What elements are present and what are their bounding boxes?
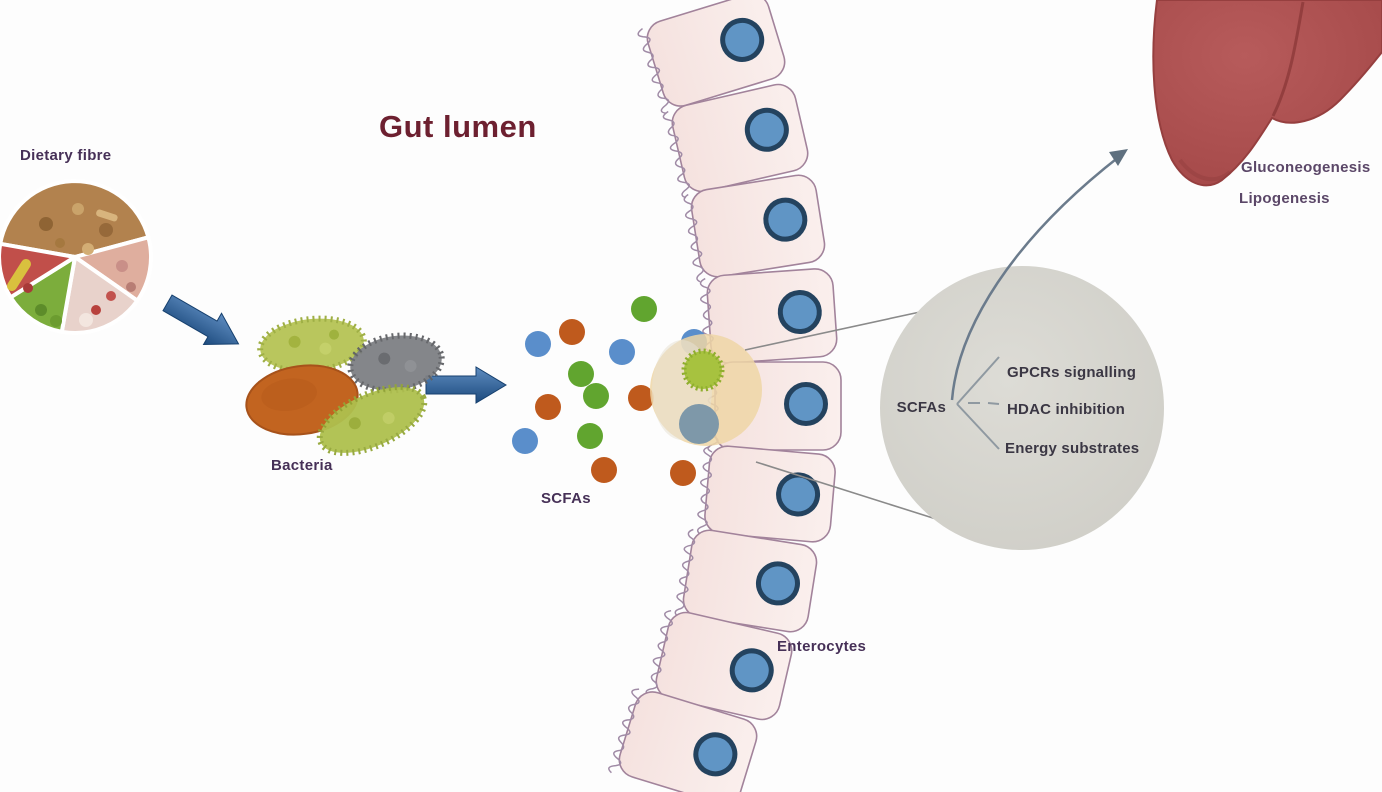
bacteria-label: Bacteria bbox=[271, 457, 333, 474]
scfa-dot-orange-icon bbox=[535, 394, 561, 420]
scfa-dot-green-icon bbox=[577, 423, 603, 449]
gluconeogenesis-label: Gluconeogenesis bbox=[1241, 159, 1371, 176]
scfa-actions-circle bbox=[880, 266, 1164, 550]
enterocyte-cell bbox=[608, 688, 758, 792]
enterocyte-cell bbox=[637, 0, 786, 115]
scfas-source-label: SCFAs bbox=[897, 399, 946, 416]
enterocyte-cell bbox=[696, 445, 836, 543]
scfa-dot-orange-icon bbox=[628, 385, 654, 411]
scfa-dot-orange-icon bbox=[670, 460, 696, 486]
arrow-to-liver-icon bbox=[950, 149, 1128, 401]
dietary-fibre-texture bbox=[7, 203, 136, 327]
dietary-fibre-label: Dietary fibre bbox=[20, 147, 111, 164]
cell-nucleus-icon bbox=[755, 561, 800, 606]
enterocytes-label: Enterocytes bbox=[777, 638, 866, 655]
microvilli-brush-border-icon bbox=[683, 193, 704, 283]
scfa-dot-blue-icon bbox=[609, 339, 635, 365]
microvilli-brush-border-icon bbox=[645, 609, 673, 697]
gut-lumen-title: Gut lumen bbox=[379, 109, 537, 144]
cell-nucleus-icon bbox=[729, 648, 774, 693]
scfa-transport-zone-icon bbox=[650, 334, 762, 446]
gpcrs-signalling-label: GPCRs signalling bbox=[1007, 364, 1136, 381]
scfa-dot-green-icon bbox=[583, 383, 609, 409]
cell-nucleus-icon bbox=[744, 107, 789, 152]
bacterium-gray-icon bbox=[347, 332, 445, 394]
cell-nucleus-icon bbox=[693, 732, 738, 777]
bacteria-group bbox=[245, 315, 445, 456]
cell-nucleus-icon bbox=[720, 17, 765, 62]
scfa-dot-blue-icon bbox=[512, 428, 538, 454]
scfa-dot-green-icon bbox=[631, 296, 657, 322]
microvilli-brush-border-icon bbox=[674, 528, 696, 617]
arrow-fibre-to-bacteria-icon bbox=[162, 294, 240, 345]
callout-line-top bbox=[744, 311, 921, 351]
enterocyte-cell bbox=[683, 174, 826, 283]
microvilli-brush-border-icon bbox=[696, 445, 713, 535]
cell-nucleus-icon bbox=[763, 197, 808, 242]
arrow-bacteria-to-scfas-icon bbox=[425, 366, 507, 404]
microvilli-brush-border-icon bbox=[637, 27, 670, 115]
scfa-dot-green-icon bbox=[568, 361, 594, 387]
enterocyte-cell bbox=[662, 83, 809, 199]
lipogenesis-label: Lipogenesis bbox=[1239, 190, 1330, 207]
bacterium-green-icon bbox=[257, 315, 367, 375]
scfa-dot-blue-icon bbox=[525, 331, 551, 357]
enterocyte-cell bbox=[674, 528, 818, 633]
energy-substrates-label: Energy substrates bbox=[1005, 440, 1139, 457]
bacterium-green-2-icon bbox=[316, 384, 428, 456]
liver-icon bbox=[1152, 0, 1382, 187]
scfa-molecules bbox=[512, 296, 707, 486]
cell-nucleus-icon bbox=[777, 290, 822, 335]
scfa-actions-branches bbox=[956, 356, 1000, 450]
bacterium-orange-icon bbox=[245, 364, 359, 436]
scfa-dot-orange-icon bbox=[559, 319, 585, 345]
microvilli-brush-border-icon bbox=[608, 688, 640, 774]
dietary-fibre-icon bbox=[0, 179, 154, 335]
enterocyte-cell bbox=[645, 609, 793, 721]
cell-nucleus-icon bbox=[784, 382, 828, 426]
callout-line-bottom bbox=[755, 461, 956, 526]
scfa-dot-orange-icon bbox=[591, 457, 617, 483]
enterocyte-column bbox=[608, 0, 842, 792]
microvilli-brush-border-icon bbox=[662, 110, 691, 199]
scfas-label: SCFAs bbox=[541, 490, 591, 507]
hdac-inhibition-label: HDAC inhibition bbox=[1007, 401, 1125, 418]
